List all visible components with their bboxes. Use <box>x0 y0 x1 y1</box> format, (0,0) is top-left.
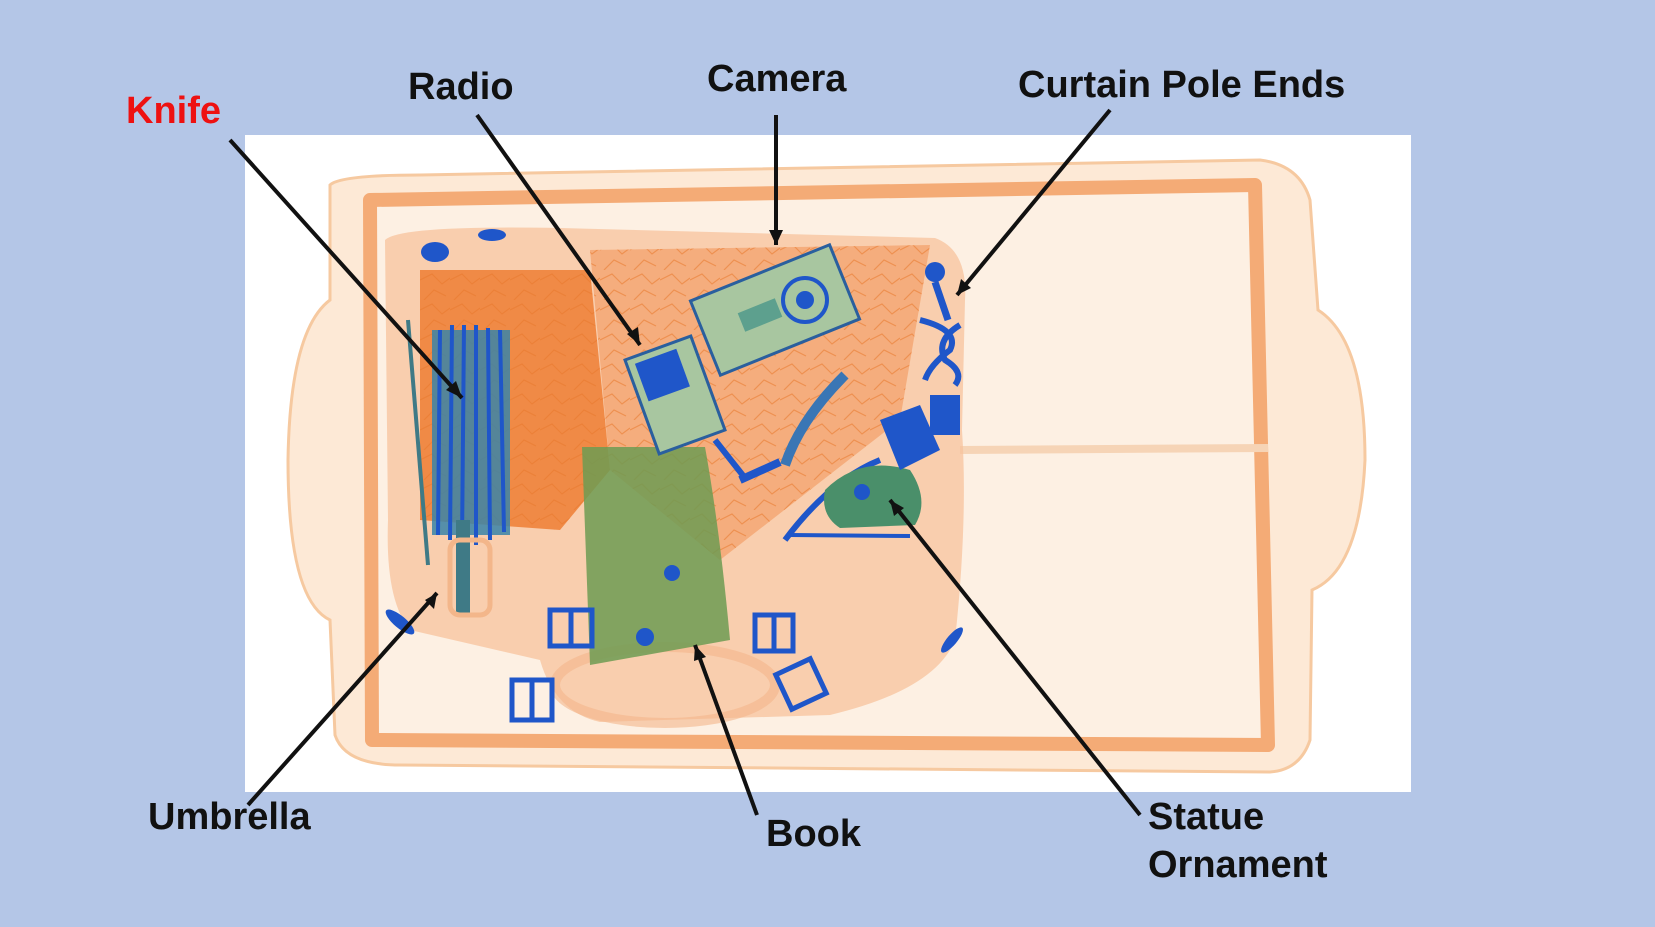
label-knife: Knife <box>126 90 221 132</box>
curtain-pole-ends-xray <box>919 262 962 435</box>
camera-xray <box>688 242 862 378</box>
label-camera: Camera <box>707 58 847 100</box>
label-statue-line1: Statue <box>1148 796 1265 838</box>
statue-ornament-xray <box>824 405 940 528</box>
label-umbrella: Umbrella <box>148 796 311 838</box>
label-statue-line2: Ornament <box>1148 843 1328 886</box>
label-radio: Radio <box>408 66 514 108</box>
label-statue-ornament: Statue Ornament <box>1148 794 1327 889</box>
label-curtain-pole-ends: Curtain Pole Ends <box>1018 64 1346 106</box>
radio-xray <box>623 334 748 480</box>
book-xray <box>582 447 730 665</box>
label-book: Book <box>766 813 861 855</box>
buckles-xray <box>509 607 830 723</box>
